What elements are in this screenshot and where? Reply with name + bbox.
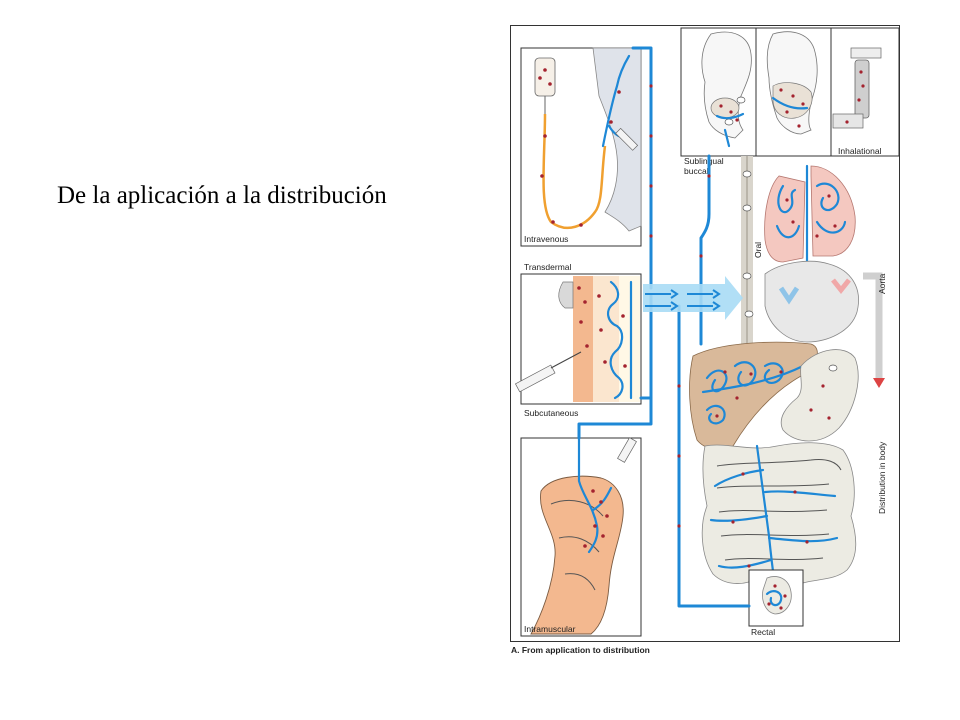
skin-layer-fat: [619, 276, 640, 402]
distribution-label: Distribution in body: [877, 441, 887, 514]
syringe-icon: [615, 127, 639, 151]
iv-tube: [542, 113, 607, 230]
sublingual-panel: Sublingual buccal: [680, 27, 832, 176]
oral-label: Oral: [753, 242, 763, 258]
intravenous-panel: Intravenous: [520, 47, 642, 247]
inhaler-valve-icon: [850, 47, 882, 59]
right-lung: [810, 165, 856, 257]
slide-title: De la aplicación a la distribución: [57, 182, 387, 209]
systemic-flow-arrow: [643, 276, 743, 320]
heart: [764, 260, 859, 343]
stomach: [780, 349, 859, 442]
transdermal-patch: [558, 281, 574, 309]
sublingual-label: Sublingual: [684, 156, 724, 166]
figure-caption: A. From application to distribution: [511, 645, 650, 655]
rectum: [762, 576, 792, 615]
needle-line: [550, 351, 582, 369]
pharmacokinetics-illustration: Intravenous Transdermal Subcutaneous Int…: [514, 27, 900, 637]
intravenous-label: Intravenous: [524, 234, 568, 244]
buttock-thigh-shape: [530, 475, 624, 635]
rectal-panel: Rectal: [748, 569, 804, 637]
lungs-heart: Aorta Distribution in body: [764, 164, 887, 514]
left-lung: [764, 175, 806, 263]
flow-arrow-icon: [643, 276, 743, 320]
rectal-label: Rectal: [751, 627, 775, 637]
intestines: [701, 442, 857, 587]
intramuscular-label: Intramuscular: [524, 624, 576, 634]
route-of-administration-figure: Intravenous Transdermal Subcutaneous Int…: [510, 25, 900, 642]
transdermal-subcutaneous-panel: Transdermal Subcutaneous: [514, 262, 642, 418]
intramuscular-panel: Intramuscular: [520, 436, 642, 637]
aorta-vessel: [863, 272, 883, 382]
mouth-cavity: [710, 97, 740, 119]
inhaler-icon: [854, 59, 870, 119]
arm-shape: [592, 47, 642, 232]
inhalational-label: Inhalational: [838, 146, 882, 156]
subcutaneous-syringe-icon: [514, 364, 556, 393]
aorta-arrow-icon: [873, 378, 885, 388]
skin-layer-subcutis: [593, 276, 619, 402]
buccal-label: buccal: [684, 166, 709, 176]
subcutaneous-label: Subcutaneous: [524, 408, 578, 418]
iv-bag-icon: [534, 57, 556, 97]
transdermal-label: Transdermal: [524, 262, 572, 272]
inhalational-panel: Inhalational: [830, 27, 900, 157]
skin-layer-dermis: [573, 276, 593, 402]
circulation-vessels: [577, 46, 751, 608]
intramuscular-syringe-icon: [617, 437, 637, 463]
abdominal-organs: [689, 341, 859, 588]
aorta-label: Aorta: [877, 273, 887, 294]
